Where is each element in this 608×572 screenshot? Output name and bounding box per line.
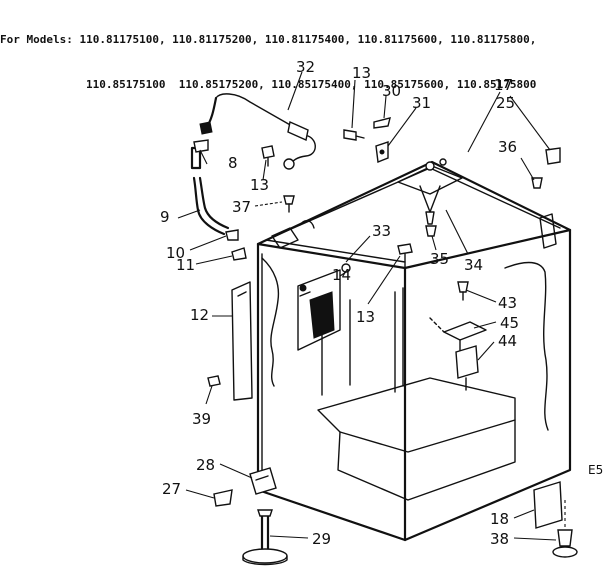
callout-35: 35	[430, 250, 449, 268]
callout-43: 43	[498, 294, 517, 312]
callout-32: 32	[296, 58, 315, 76]
callout-29: 29	[312, 530, 331, 548]
callout-11: 11	[176, 256, 195, 274]
callout-8: 8	[228, 154, 238, 172]
callout-36: 36	[498, 138, 517, 156]
hardware-items	[193, 117, 578, 566]
callout-25: 25	[496, 94, 515, 112]
callout-44: 44	[498, 332, 517, 350]
switch-bracket	[297, 269, 341, 351]
reference-code: E5	[588, 463, 603, 477]
callout-10: 10	[166, 244, 185, 262]
callout-33: 33	[372, 222, 391, 240]
callout-9: 9	[160, 208, 170, 226]
callout-14: 14	[332, 266, 351, 284]
callout-30: 30	[382, 82, 401, 100]
callout-labels: 32 13 30 31 17 25 8 13 36 37 9 33 14 10 …	[160, 58, 603, 548]
leader-lines	[177, 71, 566, 541]
bracket-assembly	[429, 317, 487, 391]
callout-38: 38	[490, 530, 509, 548]
callout-28: 28	[196, 456, 215, 474]
callout-13-top: 13	[352, 64, 371, 82]
callout-45: 45	[500, 314, 519, 332]
hose-and-cord	[190, 93, 316, 236]
callout-18: 18	[490, 510, 509, 528]
callout-12: 12	[190, 306, 209, 324]
callout-17: 17	[494, 76, 513, 94]
suspension-assembly	[397, 158, 463, 225]
callout-31: 31	[412, 94, 431, 112]
model-list-line-1: For Models: 110.81175100, 110.81175200, …	[0, 33, 537, 46]
callout-34: 34	[464, 256, 483, 274]
callout-39: 39	[192, 410, 211, 428]
model-list-header: For Models: 110.81175100, 110.81175200, …	[0, 2, 608, 122]
cabinet-body	[256, 160, 572, 542]
model-list-line-2: 110.85175100 110.85175200, 110.85175400,…	[86, 78, 537, 91]
side-panel	[231, 281, 253, 401]
callout-13-mid: 13	[250, 176, 269, 194]
callout-37: 37	[232, 198, 251, 216]
callout-27: 27	[162, 480, 181, 498]
callout-13-right: 13	[356, 308, 375, 326]
